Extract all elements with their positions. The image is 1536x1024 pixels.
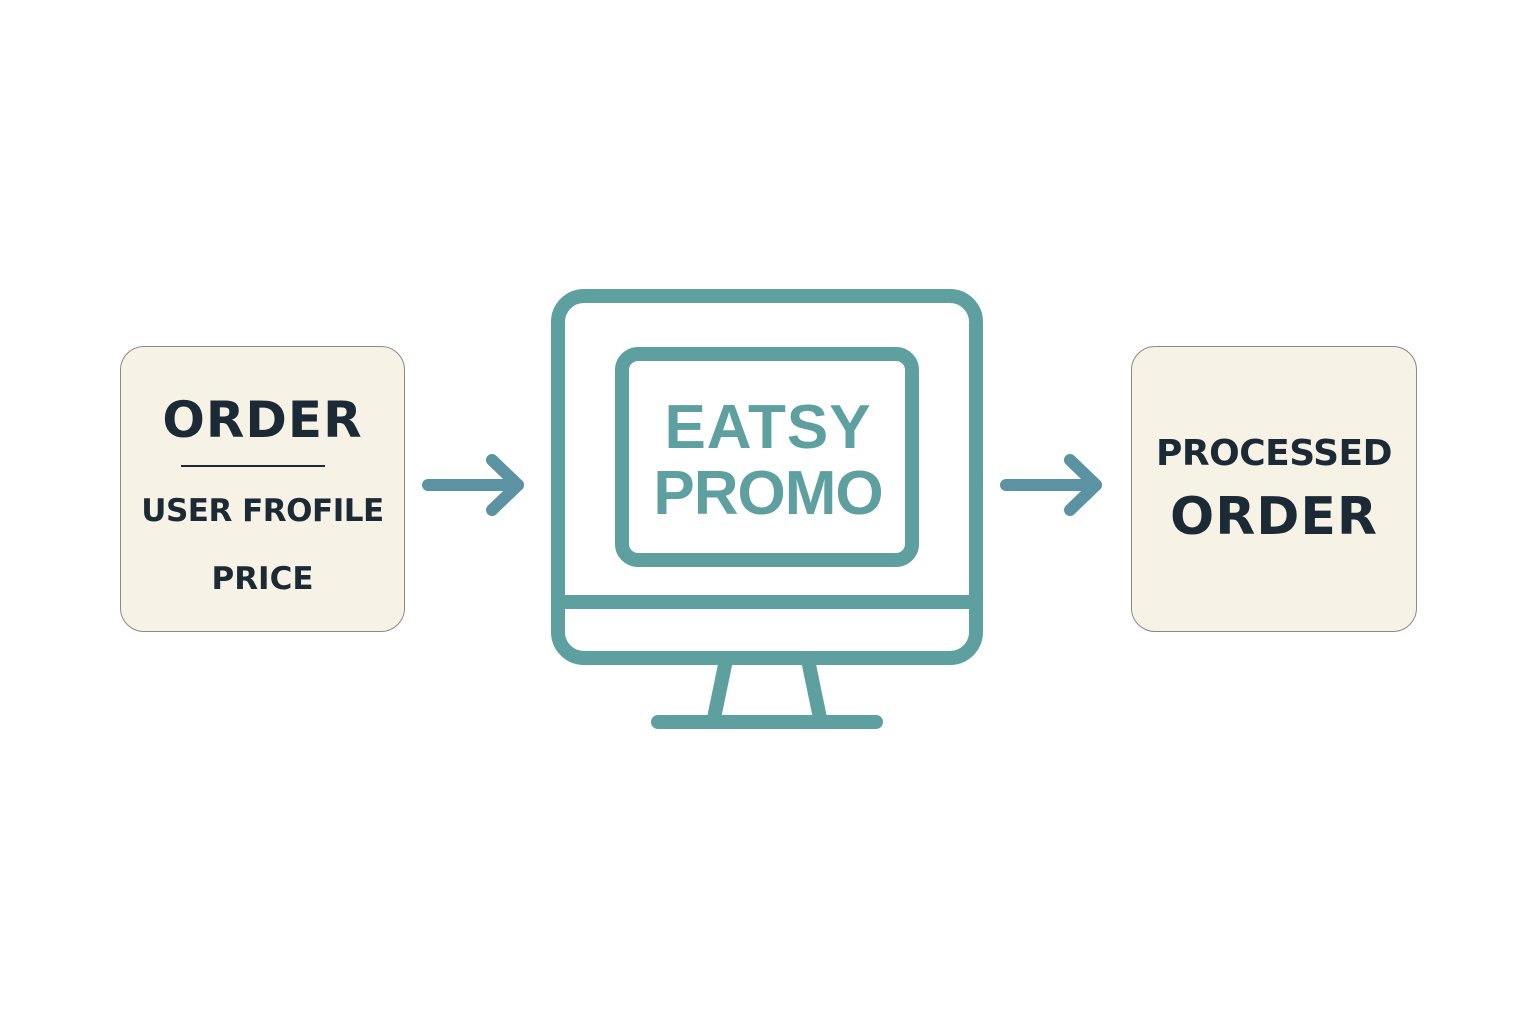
processed-order-box: PROCESSED ORDER [1131, 346, 1417, 632]
arrow-right-icon [422, 454, 524, 516]
order-label: ORDER [1170, 487, 1378, 547]
eatsy-label: EATSY [664, 393, 872, 462]
input-order-box: ORDER USER FROFILE PRICE [120, 346, 405, 632]
user-profile-label: USER FROFILE [141, 493, 384, 529]
arrow-right-icon [1000, 454, 1102, 516]
promo-label: PROMO [653, 459, 883, 528]
order-title: ORDER [162, 391, 363, 449]
monitor-icon [551, 289, 983, 729]
title-divider [181, 465, 325, 467]
processed-label: PROCESSED [1156, 433, 1392, 474]
price-label: PRICE [211, 561, 314, 597]
